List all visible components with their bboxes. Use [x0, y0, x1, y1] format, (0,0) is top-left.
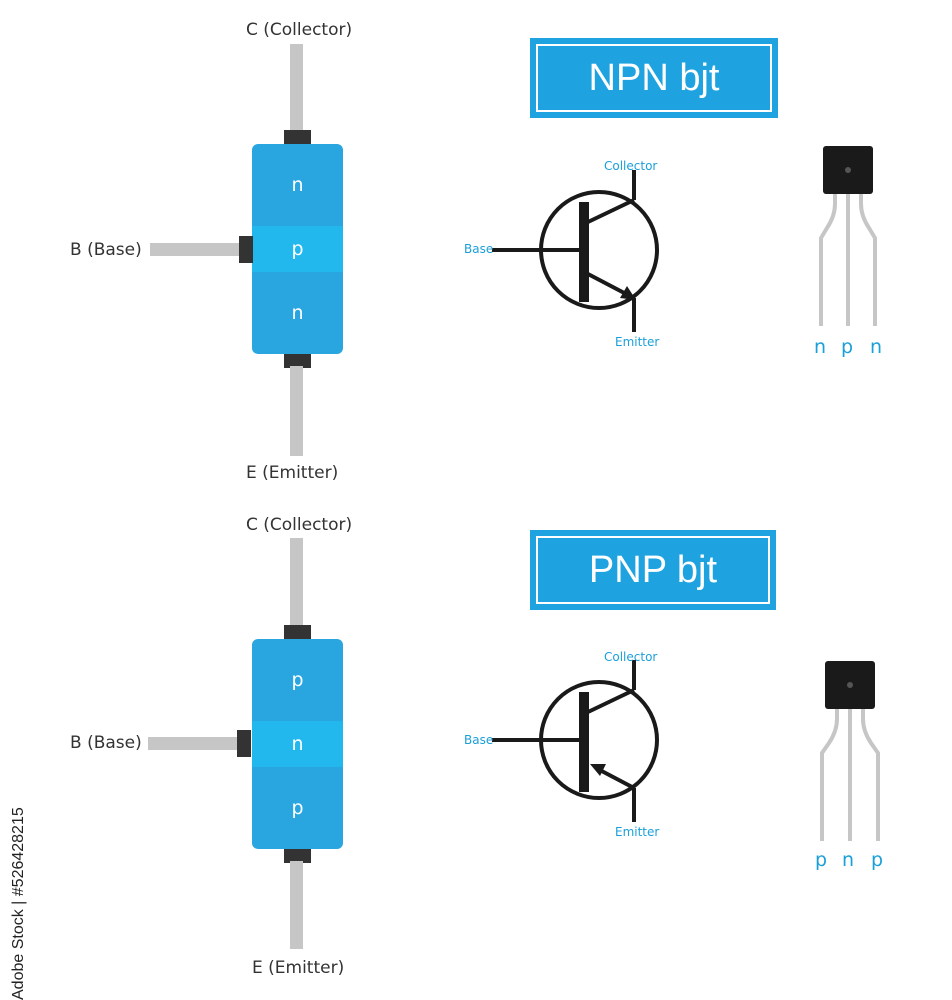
pnp-package-dot	[847, 682, 853, 688]
npn-emitter-lead	[290, 366, 303, 456]
pnp-collector-wire	[587, 688, 635, 714]
npn-collector-lead	[290, 44, 303, 134]
pnp-emitter-label: E (Emitter)	[252, 958, 345, 978]
pnp-emitter-lead	[290, 861, 303, 949]
npn-base-label: B (Base)	[70, 240, 142, 260]
npn-emitter-wire	[587, 272, 631, 298]
pnp-title-box: PNP bjt	[530, 530, 776, 610]
npn-base-cap	[239, 236, 253, 263]
pnp-collector-label: C (Collector)	[246, 515, 353, 535]
pnp-layer-bottom: p	[291, 797, 304, 819]
npn-lead-left	[819, 194, 837, 326]
pnp-layer-middle: n	[252, 721, 343, 767]
npn-package	[819, 146, 877, 326]
npn-title-box: NPN bjt	[530, 38, 778, 118]
npn-emitter-label: E (Emitter)	[246, 463, 339, 483]
pnp-device-body: p n p	[252, 639, 343, 849]
npn-layer-top: n	[291, 174, 304, 196]
pnp-pin-middle: n	[842, 849, 855, 871]
npn-symbol	[492, 170, 659, 332]
pnp-symbol-base-label: Base	[464, 733, 494, 747]
npn-symbol-emitter-label: Emitter	[615, 335, 660, 349]
npn-pin-left: n	[814, 336, 827, 358]
pnp-base-lead	[148, 737, 240, 750]
pnp-symbol-emitter-label: Emitter	[615, 825, 660, 839]
npn-base-lead	[150, 243, 244, 256]
npn-device-body: n p n	[252, 144, 343, 354]
pnp-emitter-cap	[284, 849, 311, 863]
pnp-collector-lead	[290, 538, 303, 628]
npn-emitter-cap	[284, 354, 311, 368]
pnp-collector-cap	[284, 625, 311, 639]
npn-collector-cap	[284, 130, 311, 144]
npn-collector-label: C (Collector)	[246, 20, 353, 40]
npn-pin-middle: p	[841, 336, 854, 358]
pnp-symbol	[492, 660, 659, 822]
pnp-pin-left: p	[815, 849, 828, 871]
pnp-lead-right	[861, 709, 880, 841]
pnp-lead-left	[820, 709, 839, 841]
npn-package-dot	[845, 167, 851, 173]
pnp-symbol-collector-label: Collector	[604, 650, 658, 664]
npn-emitter-arrow	[620, 286, 636, 300]
pnp-base-cap	[237, 730, 251, 757]
stock-credit: Adobe Stock | #526428215	[10, 807, 27, 1000]
pnp-package	[820, 661, 880, 841]
npn-lead-right	[859, 194, 877, 326]
pnp-layer-top: p	[291, 669, 304, 691]
npn-pin-right: n	[870, 336, 883, 358]
pnp-base-label: B (Base)	[70, 733, 142, 753]
npn-title: NPN bjt	[536, 44, 772, 112]
npn-symbol-base-label: Base	[464, 242, 494, 256]
npn-symbol-collector-label: Collector	[604, 159, 658, 173]
pnp-pin-right: p	[871, 849, 884, 871]
npn-layer-bottom: n	[291, 302, 304, 324]
pnp-title: PNP bjt	[536, 536, 770, 604]
npn-collector-wire	[587, 198, 635, 224]
npn-layer-middle: p	[252, 226, 343, 272]
pnp-emitter-arrow	[590, 764, 606, 776]
